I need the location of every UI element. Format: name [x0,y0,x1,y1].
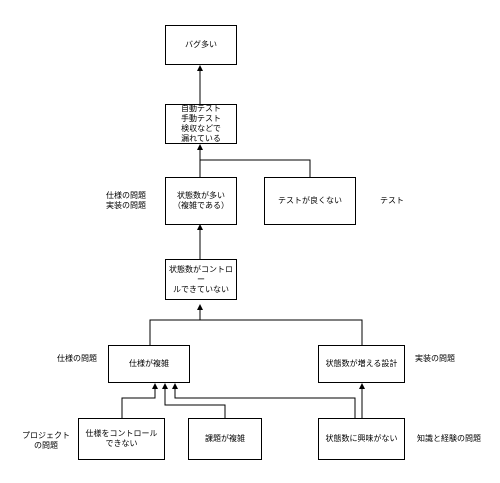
arrow-complex-task-to-complex-spec [162,383,226,418]
label-test: テスト [380,196,404,205]
node-cannot-control-spec: 仕様をコントロール できない [78,418,165,460]
node-many-states: 状態数が多い （複雑である） [165,177,237,225]
node-complex-spec: 仕様が複雑 [108,345,190,383]
arrow-no-interest-to-complex-spec [172,383,356,418]
arrow-cannot-control-spec-to-complex-spec [121,383,158,418]
node-states-uncontrolled: 状態数がコントロー ルできていない [165,259,237,300]
connector-implementation-states [149,319,363,345]
node-bad-tests: テストが良くない [264,177,356,225]
node-no-interest: 状態数に興味がない [318,418,405,460]
label-project-problem: プロジェクト の問題 [22,431,70,450]
label-impl-problem: 実装の問題 [415,354,455,363]
node-implementation-states: 状態数が増える設計 [318,345,405,383]
connector-bad-tests [200,159,311,177]
node-testing-gaps: 自動テスト 手動テスト 検収などで 漏れている [165,104,237,144]
label-knowledge-problem: 知識と経験の問題 [417,434,481,443]
label-spec-impl-problem: 仕様の問題 実装の問題 [106,191,146,210]
node-complex-task: 課題が複雑 [188,418,262,460]
label-spec-problem: 仕様の問題 [57,354,97,363]
node-many-bugs: バグ多い [165,25,237,65]
